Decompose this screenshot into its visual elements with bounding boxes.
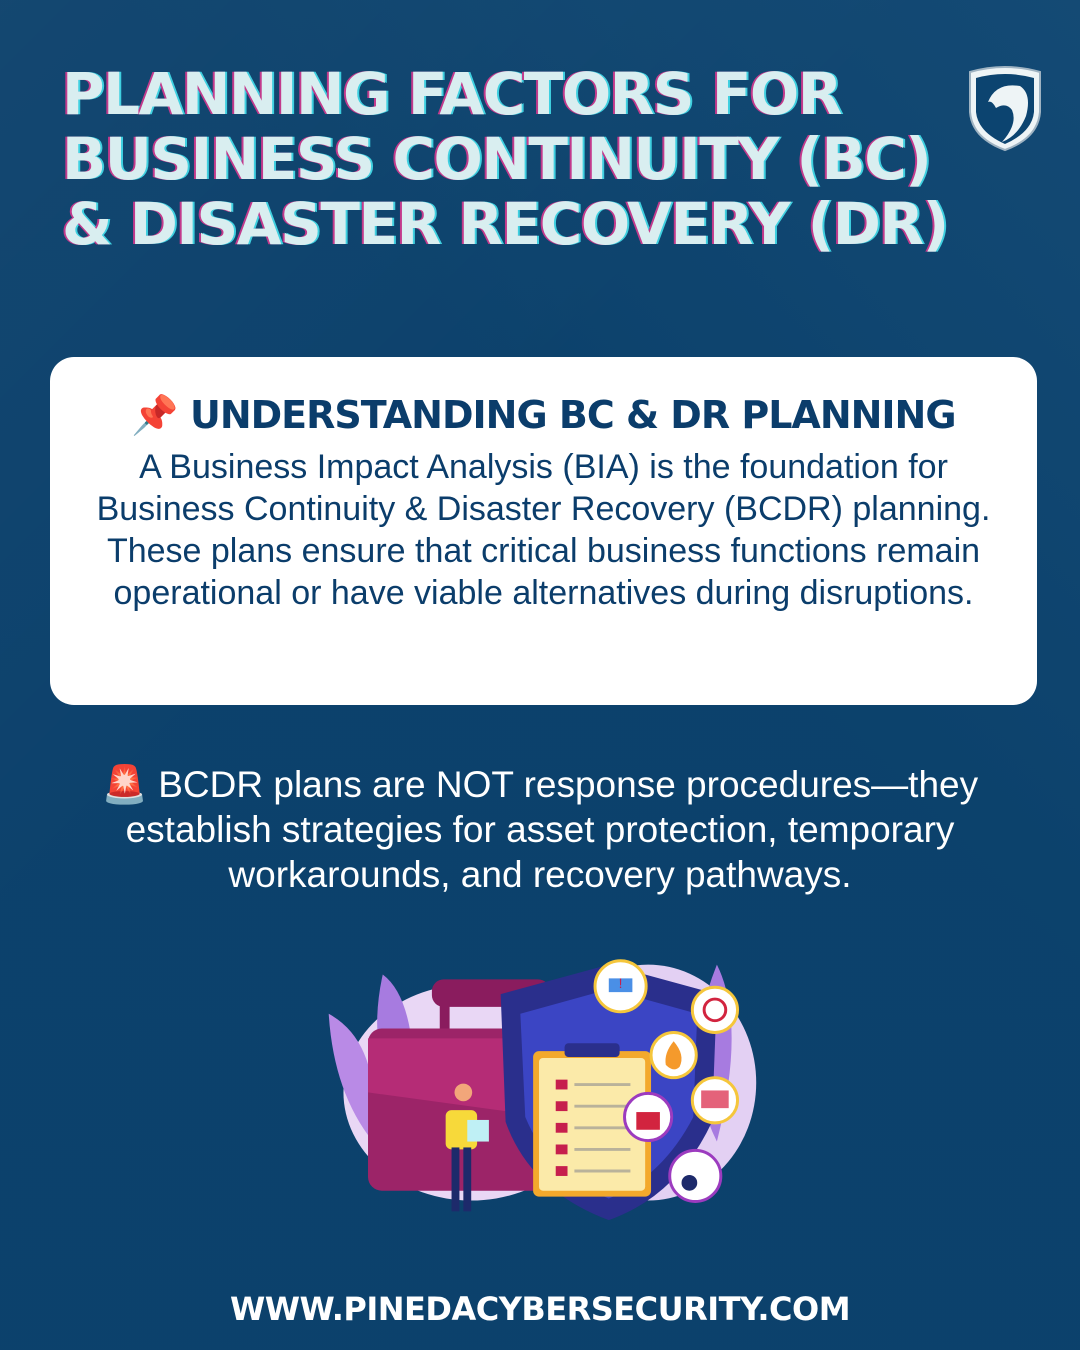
info-card: 📌 UNDERSTANDING BC & DR PLANNING A Busin… [50, 357, 1037, 705]
page-title: PLANNING FACTORS FOR BUSINESS CONTINUITY… [62, 62, 962, 257]
title-line: BUSINESS CONTINUITY (BC) [62, 125, 932, 193]
website-link[interactable]: WWW.PINEDACYBERSECURITY.COM [229, 1290, 851, 1328]
svg-text:!: ! [619, 976, 623, 991]
thief-icon [668, 1148, 723, 1203]
note-text: BCDR plans are NOT response procedures—t… [125, 764, 979, 895]
clipboard-icon [533, 1043, 652, 1197]
shield-eagle-logo-icon [969, 66, 1041, 152]
card-body: A Business Impact Analysis (BIA) is the … [96, 448, 991, 612]
biohazard-icon [690, 985, 740, 1034]
person-icon [445, 1083, 489, 1212]
title-line: PLANNING FACTORS FOR [62, 60, 842, 128]
siren-icon: 🚨 [101, 764, 148, 805]
title-line: & DISASTER RECOVERY (DR) [62, 190, 949, 258]
pushpin-icon: 📌 [131, 393, 178, 437]
note-text-block: 🚨 BCDR plans are NOT response procedures… [40, 762, 1040, 897]
card-heading-text: UNDERSTANDING BC & DR PLANNING [189, 393, 957, 437]
card-heading: 📌 UNDERSTANDING BC & DR PLANNING [50, 393, 1037, 438]
bcdr-illustration: ! [328, 959, 757, 1221]
